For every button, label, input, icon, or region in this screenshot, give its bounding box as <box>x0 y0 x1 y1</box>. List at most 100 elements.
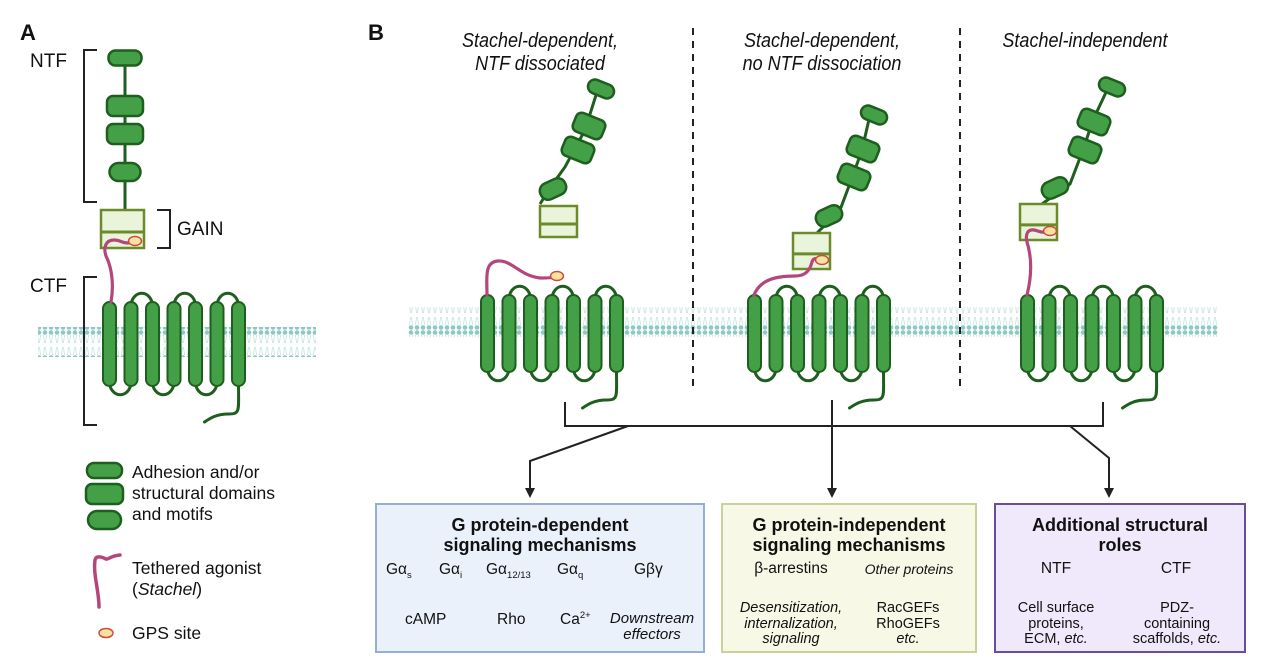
adhesion-domain <box>1067 135 1103 165</box>
ctf-head: CTF <box>1160 560 1192 577</box>
transmembrane-helix <box>1041 294 1057 373</box>
base: Gα <box>439 561 461 578</box>
transmembrane-helix <box>231 301 246 387</box>
title-line: Stachel-dependent, <box>461 30 619 52</box>
g-protein-dependent-box: G protein-dependent signaling mechanisms <box>375 503 705 653</box>
legend-domains-line: Adhesion and/or <box>132 462 260 482</box>
legend-domain-icon <box>84 461 125 531</box>
legend-domains-line: structural domains <box>132 483 275 503</box>
beta-arrestin-effects: Desensitization, internalization, signal… <box>733 600 849 648</box>
line: PDZ- <box>1160 600 1194 616</box>
ctf-bracket <box>83 276 97 426</box>
text: ECM, <box>1024 631 1065 647</box>
gain-domain <box>538 204 579 239</box>
line: scaffolds, etc. <box>1120 631 1234 648</box>
ntf-roles: Cell surface proteins, ECM, etc. <box>1000 600 1112 648</box>
line: proteins, <box>1028 615 1084 632</box>
transmembrane-helix <box>209 301 225 387</box>
line: internalization, <box>744 615 838 632</box>
transmembrane-helix <box>1106 294 1121 373</box>
stachel-tethered-agonist <box>752 256 822 297</box>
calcium-target: Ca2+ <box>560 608 591 628</box>
line: RhoGEFs <box>876 615 940 632</box>
c-terminal-tail <box>1121 368 1159 410</box>
legend-stachel-icon <box>92 553 122 609</box>
title-line: G protein-dependent <box>451 515 629 535</box>
transmembrane-helix <box>833 294 848 373</box>
rho-target: Rho <box>497 611 526 628</box>
structural-roles-box: Additional structural roles <box>994 503 1246 653</box>
adhesion-domain <box>560 135 596 165</box>
ctf-panel-a <box>102 291 246 424</box>
transmembrane-helix <box>1020 294 1035 373</box>
ctf-label: CTF <box>30 276 67 297</box>
paren: ) <box>196 579 203 599</box>
camp-target: cAMP <box>405 611 447 628</box>
adhesion-domain <box>845 134 881 164</box>
ntf-head: NTF <box>1040 560 1072 577</box>
column-title-ntf-dissociated: Stachel-dependent, NTF dissociated <box>450 30 630 76</box>
ctf-roles: PDZ- containing scaffolds, etc. <box>1120 600 1234 648</box>
stachel-tethered-agonist <box>485 259 558 297</box>
transmembrane-helix <box>544 294 560 373</box>
column-title-no-ntf-dissociation: Stachel-dependent, no NTF dissociation <box>723 30 921 76</box>
transmembrane-helix <box>480 294 495 373</box>
transmembrane-helix <box>501 294 517 373</box>
c-terminal-tail <box>203 382 241 424</box>
g-alpha-s: Gαs <box>386 562 412 584</box>
ctf-column-3 <box>1020 284 1164 410</box>
adhesion-domain <box>1040 175 1070 201</box>
transmembrane-helix <box>609 294 624 373</box>
g-alpha-i: Gαi <box>439 562 462 584</box>
adhesion-domain <box>105 94 145 118</box>
transmembrane-helix <box>566 294 581 373</box>
ntf-column-1 <box>538 78 616 239</box>
legend-gps-text: GPS site <box>132 623 202 643</box>
transmembrane-helix <box>145 301 160 387</box>
transmembrane-helix <box>123 301 139 387</box>
sub: i <box>460 570 463 582</box>
transmembrane-helix <box>102 301 117 387</box>
sub: s <box>407 570 412 582</box>
title-line: NTF dissociated <box>475 53 605 75</box>
text: scaffolds, <box>1132 631 1198 647</box>
transmembrane-helix <box>876 294 891 373</box>
gps-site <box>549 270 565 282</box>
adhesion-domain <box>108 161 142 183</box>
gps-site <box>1042 225 1058 237</box>
column-title-stachel-independent: Stachel-independent <box>986 30 1184 53</box>
transmembrane-helix <box>1063 294 1078 373</box>
connector-bracket <box>564 402 1104 427</box>
gps-site <box>127 235 143 247</box>
line: effectors <box>623 626 681 643</box>
legend-agonist-line: Tethered agonist <box>132 558 262 578</box>
line: signaling <box>762 631 820 647</box>
gain-domain <box>791 231 832 271</box>
transmembrane-helix <box>854 294 870 373</box>
adhesion-domain <box>107 49 143 67</box>
transmembrane-helix <box>790 294 805 373</box>
title-line: signaling mechanisms <box>752 535 946 555</box>
transmembrane-helix <box>1084 294 1100 373</box>
title-line: no NTF dissociation <box>742 53 902 75</box>
panel-a-letter: A <box>20 20 36 45</box>
title-line: Stachel-dependent, <box>743 30 901 52</box>
arrow-to-structural <box>1069 425 1114 498</box>
transmembrane-helix <box>747 294 762 373</box>
etc: etc. <box>1064 631 1088 647</box>
adhesion-domain <box>105 122 145 146</box>
adhesion-domain <box>586 78 616 100</box>
adhesion-domain <box>571 111 607 141</box>
etc: etc. <box>1197 631 1222 647</box>
arrow-to-g-dependent <box>525 425 629 498</box>
transmembrane-helix <box>523 294 538 373</box>
line: RacGEFs <box>876 600 940 616</box>
sub: 12/13 <box>507 570 531 582</box>
box-title: G protein-dependent signaling mechanisms <box>377 515 703 555</box>
line: ECM, etc. <box>1000 631 1112 648</box>
legend-domains-text: Adhesion and/or structural domains and m… <box>132 462 275 525</box>
sup: 2+ <box>579 610 591 621</box>
transmembrane-helix <box>587 294 603 373</box>
box-title: G protein-independent signaling mechanis… <box>723 515 975 555</box>
